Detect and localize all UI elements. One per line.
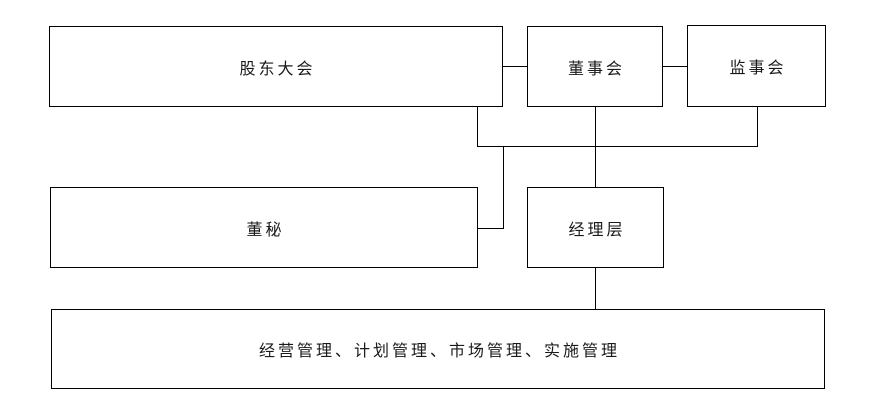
connector-shareholders-drop	[477, 107, 478, 146]
node-management-level-label: 经理层	[568, 221, 626, 239]
connector-horizontal-bus	[477, 146, 758, 147]
node-board-secretary: 董秘	[50, 187, 478, 268]
connector-directors-to-management-drop	[595, 107, 596, 187]
node-management-level: 经理层	[527, 187, 664, 268]
node-shareholders-meeting: 股东大会	[49, 26, 503, 107]
connector-management-to-functions-drop	[595, 268, 596, 309]
connector-shareholders-to-directors	[503, 66, 527, 67]
node-management-functions-label: 经营管理、计划管理、市场管理、实施管理	[258, 343, 620, 360]
node-shareholders-meeting-label: 股东大会	[239, 60, 316, 78]
node-supervisory-board-label: 监事会	[729, 60, 787, 77]
connector-bus-to-secretary-drop	[503, 146, 504, 229]
node-board-secretary-label: 董秘	[246, 221, 285, 239]
node-supervisory-board: 监事会	[687, 25, 826, 107]
connector-supervisory-drop	[757, 107, 758, 146]
connector-directors-to-supervisory	[663, 66, 687, 67]
connector-secretary-elbow	[478, 228, 504, 229]
node-board-of-directors-label: 董事会	[567, 60, 625, 78]
node-board-of-directors: 董事会	[527, 26, 663, 107]
node-management-functions: 经营管理、计划管理、市场管理、实施管理	[51, 309, 825, 389]
